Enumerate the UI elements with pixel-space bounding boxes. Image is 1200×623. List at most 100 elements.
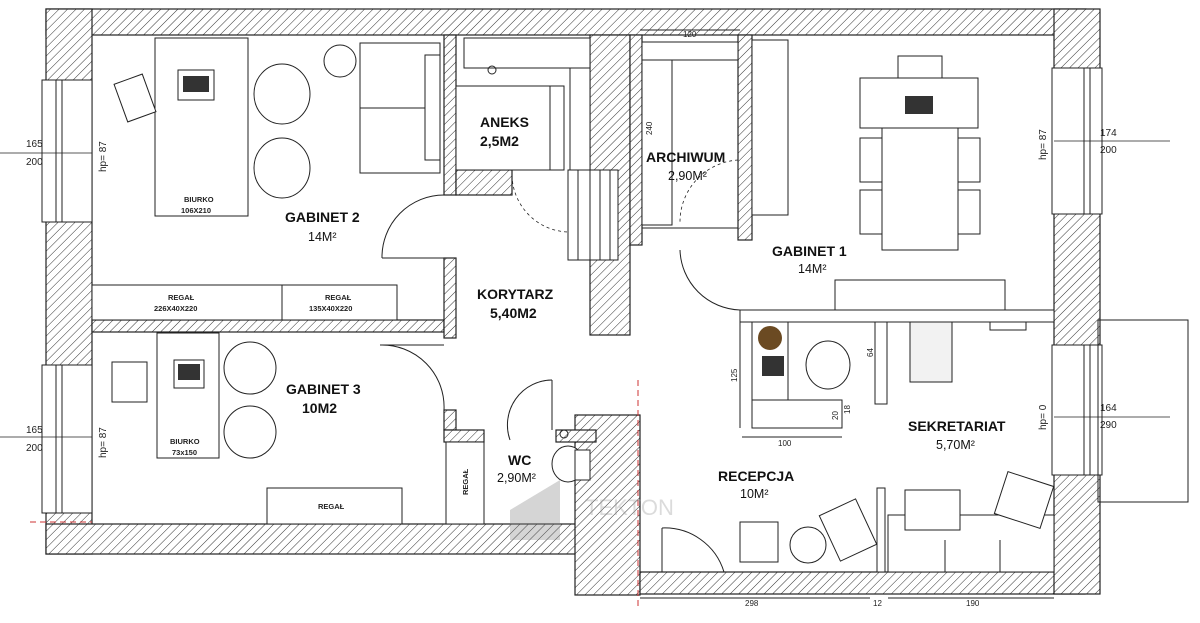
desk-reception-bottom <box>751 399 843 429</box>
kitchen-counter <box>463 37 591 69</box>
side-table-icon <box>323 44 357 78</box>
shelf-wc-side <box>445 441 485 525</box>
shelf-label: REGAŁ <box>318 502 345 511</box>
shelf-gabinet1 <box>834 279 1006 313</box>
cabinet-gabinet1 <box>751 39 789 216</box>
office-chair-icon <box>111 361 148 403</box>
armchair-icon <box>253 137 311 199</box>
armchair-icon <box>253 63 311 125</box>
wall-aneks-bottom <box>455 169 513 196</box>
room-area-recepcja: 10M² <box>740 487 768 501</box>
aneks-furniture <box>455 37 619 261</box>
wall-archiwum-left <box>629 34 643 246</box>
partition <box>876 487 886 573</box>
wall-bottom-right <box>639 571 1086 595</box>
printer-icon <box>993 471 1055 529</box>
armchair-icon <box>739 521 779 563</box>
dimension-label: 298 <box>745 599 759 608</box>
room-name-archiwum: ARCHIWUM <box>646 149 725 165</box>
wc-furniture <box>506 379 591 483</box>
wall-g2-korytarz <box>443 257 457 339</box>
wall-top <box>45 8 1087 36</box>
dimension-label: 12 <box>873 599 882 608</box>
wall-wc-top-l <box>443 429 485 443</box>
window-sill-label: hp= 87 <box>98 141 109 172</box>
cabinet-sekretariat <box>909 321 953 383</box>
shelf-label: REGAŁ <box>168 293 195 302</box>
gabinet3-furniture <box>111 332 485 525</box>
watermark-text: TEKTON <box>585 495 674 520</box>
room-name-gabinet2: GABINET 2 <box>285 209 360 225</box>
dimension-label: 64 <box>866 348 875 357</box>
window-height-label: 200 <box>26 443 43 454</box>
armchair-icon <box>223 341 277 395</box>
archiwum-furniture <box>641 41 739 229</box>
dimension-label: 18 <box>843 405 852 414</box>
plant-icon <box>758 326 782 350</box>
gabinet1-furniture <box>679 39 1006 313</box>
room-name-gabinet3: GABINET 3 <box>286 381 361 397</box>
laptop-icon <box>905 96 933 114</box>
laptop-screen <box>183 76 209 92</box>
partition <box>874 321 888 405</box>
wall-g2-g3 <box>91 319 445 333</box>
window-left-2 <box>41 364 93 514</box>
recepcja-furniture <box>637 380 878 610</box>
dimension-label: 120 <box>683 30 697 39</box>
window-height-label: 200 <box>26 157 43 168</box>
office-chair-icon <box>113 73 157 123</box>
room-area-aneks: 2,5M2 <box>480 133 519 149</box>
aneks-room <box>455 85 565 171</box>
dimension-label: 190 <box>966 599 980 608</box>
chair-icon <box>957 137 981 183</box>
shelf-label: REGAŁ <box>325 293 352 302</box>
room-area-gabinet2: 14M² <box>308 230 336 244</box>
balcony <box>1097 319 1189 503</box>
armchair-icon <box>805 340 851 390</box>
room-name-recepcja: RECEPCJA <box>718 468 794 484</box>
window-width-label: 164 <box>1100 403 1117 414</box>
office-chair-icon <box>897 55 943 79</box>
desk-label: BIURKO <box>184 195 214 204</box>
side-table-icon <box>789 526 827 564</box>
window-sill-label: hp= 0 <box>1038 404 1049 430</box>
wall-g3-korytarz <box>443 409 457 431</box>
window-sill-label: hp= 87 <box>1038 129 1049 160</box>
wall-archiwum-right <box>737 34 753 241</box>
shelf-archiwum <box>641 41 739 61</box>
laptop-icon <box>762 356 784 376</box>
room-area-gabinet1: 14M² <box>798 262 826 276</box>
room-area-wc: 2,90M² <box>497 471 536 485</box>
room-name-wc: WC <box>508 452 531 468</box>
sekretariat-furniture <box>739 309 1055 573</box>
room-area-archiwum: 2,90M² <box>668 169 707 183</box>
room-name-gabinet1: GABINET 1 <box>772 243 847 259</box>
dimension-label: 125 <box>730 368 739 382</box>
desk-size-label: 106X210 <box>181 206 211 215</box>
room-area-korytarz: 5,40M2 <box>490 305 537 321</box>
chair-icon <box>859 189 883 235</box>
armchair-icon <box>818 498 878 562</box>
window-left-1 <box>41 79 93 223</box>
shelf-gabinet2 <box>91 284 398 321</box>
windows <box>0 67 1189 514</box>
wall-bottom-mid <box>574 414 641 596</box>
dimension-lines <box>640 29 1054 599</box>
printer-icon <box>904 489 961 531</box>
armchair-icon <box>223 405 277 459</box>
shelf-archiwum-side <box>641 59 673 226</box>
wall-sekretariat-top <box>739 309 1055 323</box>
window-height-label: 290 <box>1100 420 1117 431</box>
wall-g2-aneks <box>443 34 457 196</box>
window-right-2 <box>1051 344 1103 476</box>
window-sill-label: hp= 87 <box>98 427 109 458</box>
room-name-korytarz: KORYTARZ <box>477 286 554 302</box>
desk-label: BIURKO <box>170 437 200 446</box>
chair-icon <box>859 137 883 183</box>
doors <box>30 194 445 523</box>
shelf-label: REGAŁ <box>461 468 470 495</box>
dimension-label: 20 <box>831 411 840 420</box>
desk-gabinet3 <box>156 332 220 459</box>
window-width-label: 174 <box>1100 128 1117 139</box>
